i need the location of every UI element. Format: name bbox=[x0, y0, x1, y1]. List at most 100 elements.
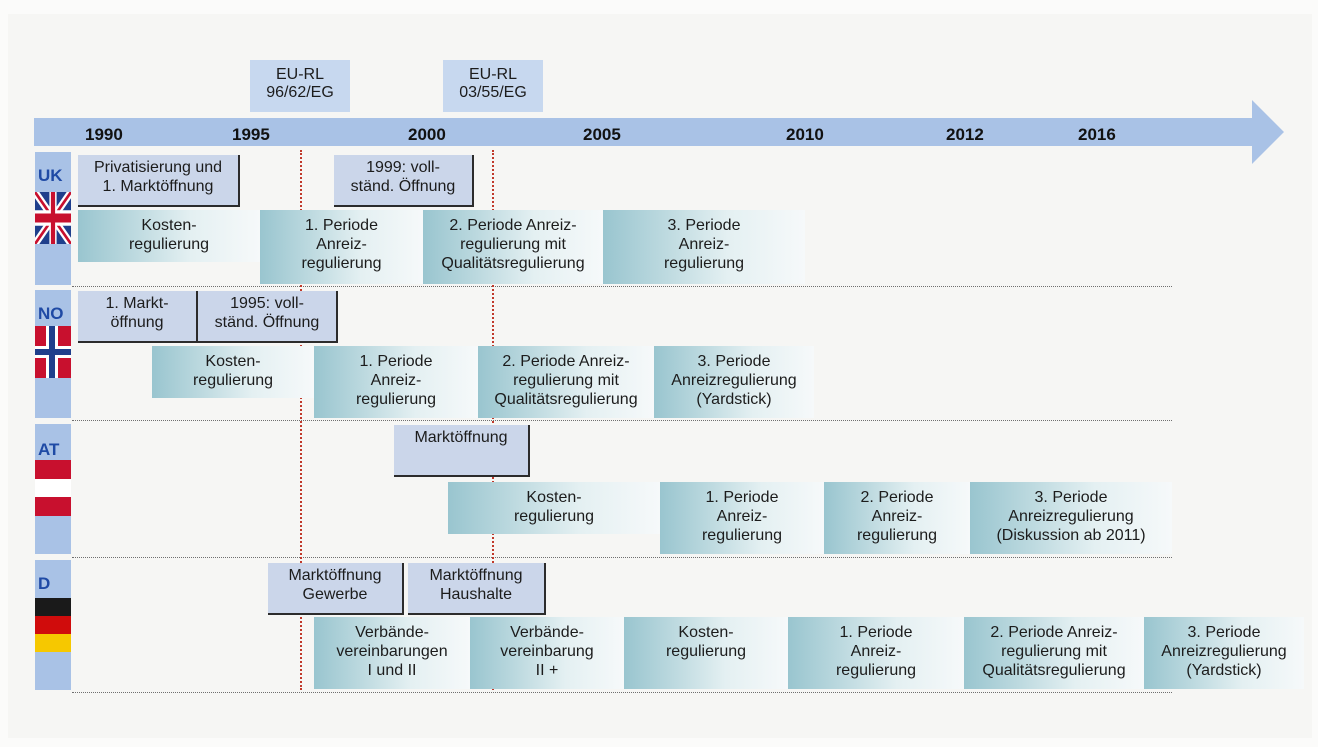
at-regulation-period: 1. Periode Anreiz- regulierung bbox=[660, 482, 824, 554]
box-line: vereinbarungen bbox=[336, 643, 448, 660]
box-line: regulierung bbox=[513, 508, 595, 525]
box-line: Privatisierung und bbox=[93, 159, 223, 176]
box-line: Kosten- bbox=[526, 489, 582, 506]
box-line: Anreiz- bbox=[316, 236, 367, 253]
at-regulation-period: Kosten- regulierung bbox=[448, 482, 660, 534]
box-line: Anreizregulierung bbox=[1008, 508, 1134, 525]
year-label-2005: 2005 bbox=[583, 125, 621, 144]
year-label-1990: 1990 bbox=[85, 125, 123, 144]
no-market-event: 1. Markt- öffnung bbox=[78, 291, 198, 343]
box-line: 1. Periode bbox=[305, 217, 378, 234]
box-line: (Diskussion ab 2011) bbox=[996, 527, 1146, 544]
box-line: öffnung bbox=[110, 314, 164, 331]
country-code-no: NO bbox=[38, 304, 64, 323]
eu-directive-line: 03/55/EG bbox=[459, 84, 527, 101]
box-line: regulierung bbox=[301, 255, 382, 272]
box-line: Anreiz- bbox=[370, 372, 422, 389]
box-line: regulierung mit bbox=[513, 372, 619, 389]
box-line: regulierung bbox=[192, 372, 274, 389]
eu-directive-line: 96/62/EG bbox=[266, 84, 334, 101]
box-line: 2. Periode Anreiz- bbox=[990, 624, 1118, 641]
uk-regulation-period: Kosten- regulierung bbox=[78, 210, 260, 262]
box-line: 2. Periode bbox=[860, 489, 934, 506]
uk-flag-icon bbox=[35, 192, 71, 244]
box-line: Marktöffnung bbox=[288, 567, 382, 584]
germany-flag-icon bbox=[35, 598, 71, 652]
year-label-2010: 2010 bbox=[786, 125, 824, 144]
row-separator bbox=[72, 420, 1172, 421]
box-line: Qualitätsregulierung bbox=[494, 391, 638, 408]
box-line: 1. Markt- bbox=[105, 295, 169, 312]
d-regulation-period: 1. Periode Anreiz- regulierung bbox=[788, 617, 964, 689]
box-line: I und II bbox=[367, 662, 417, 679]
country-code-uk: UK bbox=[38, 166, 63, 185]
no-regulation-period: 1. Periode Anreiz- regulierung bbox=[314, 346, 478, 418]
box-line: 1. Periode bbox=[839, 624, 913, 641]
box-line: Verbände- bbox=[510, 624, 584, 641]
box-line: vereinbarung bbox=[500, 643, 594, 660]
eu-directive-03-55: EU-RL 03/55/EG bbox=[443, 60, 543, 112]
uk-regulation-period: 2. Periode Anreiz- regulierung mit Quali… bbox=[423, 210, 603, 284]
box-line: Verbände- bbox=[355, 624, 429, 641]
box-line: regulierung mit bbox=[1001, 643, 1107, 660]
box-line: Gewerbe bbox=[302, 586, 368, 603]
box-line: Qualitätsregulierung bbox=[441, 255, 585, 272]
austria-flag-icon bbox=[35, 460, 71, 516]
uk-market-event: Privatisierung und 1. Marktöffnung bbox=[78, 155, 240, 207]
d-regulation-period: 3. Periode Anreizregulierung (Yardstick) bbox=[1144, 617, 1304, 689]
eu-directive-line: EU-RL bbox=[468, 66, 517, 83]
box-line: regulierung bbox=[835, 662, 917, 679]
country-code-at: AT bbox=[38, 440, 60, 459]
box-line: ständ. Öffnung bbox=[350, 178, 456, 195]
d-regulation-period: Verbände- vereinbarung II + bbox=[470, 617, 624, 689]
box-line: ständ. Öffnung bbox=[214, 314, 320, 331]
box-line: regulierung bbox=[128, 236, 210, 253]
box-line: Anreiz- bbox=[716, 508, 768, 525]
box-line: 3. Periode bbox=[1034, 489, 1108, 506]
eu-directive-line: EU-RL bbox=[275, 66, 324, 83]
box-line: Anreiz- bbox=[850, 643, 902, 660]
box-line: 3. Periode bbox=[1187, 624, 1261, 641]
box-line: 1. Periode bbox=[705, 489, 779, 506]
box-line: 2. Periode Anreiz- bbox=[502, 353, 630, 370]
box-line: Kosten- bbox=[678, 624, 734, 641]
box-line: Anreiz- bbox=[678, 236, 730, 253]
row-separator bbox=[72, 692, 1172, 693]
box-line: 1999: voll- bbox=[366, 159, 440, 176]
no-regulation-period: 3. Periode Anreizregulierung (Yardstick) bbox=[654, 346, 814, 418]
at-market-event: Marktöffnung bbox=[394, 425, 530, 477]
box-line: 1. Marktöffnung bbox=[102, 178, 214, 195]
box-line: Anreiz- bbox=[871, 508, 923, 525]
d-regulation-period: Verbände- vereinbarungen I und II bbox=[314, 617, 470, 689]
box-line: Kosten- bbox=[205, 353, 261, 370]
row-separator bbox=[72, 286, 1172, 287]
row-separator bbox=[72, 557, 1172, 558]
box-line: 1995: voll- bbox=[230, 295, 304, 312]
box-line: 3. Periode bbox=[667, 217, 741, 234]
box-line: regulierung bbox=[665, 643, 747, 660]
box-line: Anreizregulierung bbox=[671, 372, 797, 389]
year-label-2012: 2012 bbox=[946, 125, 984, 144]
d-regulation-period: Kosten- regulierung bbox=[624, 617, 788, 689]
at-regulation-period: 3. Periode Anreizregulierung (Diskussion… bbox=[970, 482, 1172, 554]
box-line: 2. Periode Anreiz- bbox=[449, 217, 577, 234]
box-line: regulierung bbox=[701, 527, 783, 544]
box-line: regulierung bbox=[856, 527, 938, 544]
directive-line-03-55 bbox=[492, 150, 494, 690]
no-regulation-period: 2. Periode Anreiz- regulierung mit Quali… bbox=[478, 346, 654, 418]
box-line: (Yardstick) bbox=[1186, 662, 1262, 679]
norway-flag-icon bbox=[35, 326, 71, 378]
year-label-1995: 1995 bbox=[232, 125, 270, 144]
box-line: Kosten- bbox=[141, 217, 197, 234]
box-line: Marktöffnung bbox=[414, 429, 508, 446]
no-regulation-period: Kosten- regulierung bbox=[152, 346, 314, 398]
box-line: Haushalte bbox=[439, 586, 513, 603]
year-label-2000: 2000 bbox=[408, 125, 446, 144]
box-line: regulierung mit bbox=[460, 236, 566, 253]
box-line: Qualitätsregulierung bbox=[982, 662, 1126, 679]
uk-market-event: 1999: voll- ständ. Öffnung bbox=[334, 155, 474, 207]
timeline-arrow bbox=[34, 100, 1284, 164]
box-line: 1. Periode bbox=[359, 353, 433, 370]
country-code-d: D bbox=[38, 574, 51, 593]
